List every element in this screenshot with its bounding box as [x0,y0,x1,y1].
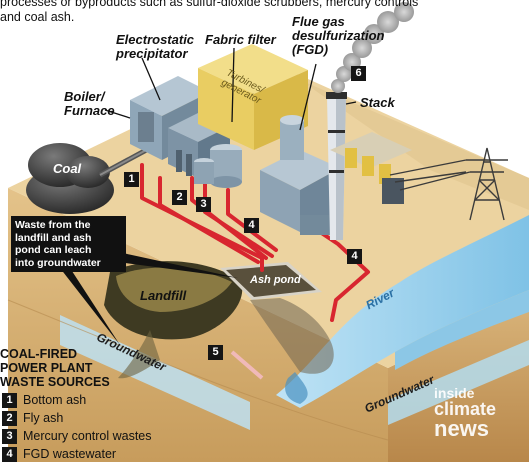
intro-line: and coal ash. [0,10,75,24]
legend-title-line: WASTE SOURCES [0,375,110,389]
coal-piles [26,143,114,214]
smoke-plume [331,2,414,93]
intro-text: processes or byproducts such as sulfur-d… [0,0,529,25]
label-stack: Stack [360,95,395,110]
callout-line: landfill and ash [15,231,92,244]
transmission-tower [389,147,508,221]
legend-badge: 2 [2,410,17,426]
label-fabric-filter: Fabric filter [205,32,276,47]
callout-line: pond can leach [15,244,92,256]
label-line: Flue gas [292,14,345,29]
badge-fgd-wastewater-discharge: 4 [347,249,362,264]
watermark-line: climate [434,399,497,419]
legend-label: Fly ash [23,411,64,425]
intro-line: processes or byproducts such as sulfur-d… [0,0,419,9]
landfill-pit [104,261,243,340]
leaching-callout: Waste from the landfill and ash pond can… [11,216,126,272]
label-line: Boiler/ [64,89,105,104]
fabric-filter [194,144,242,188]
label-coal: Coal [53,161,82,176]
badge-bottom-ash: 1 [124,172,139,187]
badge-groundwater: 5 [208,345,223,360]
legend-item: 1 Bottom ash [2,392,86,408]
label-fgd: Flue gas desulfurization (FGD) [292,15,384,57]
legend-item: 3 Mercury control wastes [2,428,152,444]
label-line: (FGD) [292,42,329,57]
badge-stack-emissions: 6 [351,66,366,81]
legend-badge: 1 [2,392,17,408]
fgd-unit [260,115,340,235]
callout-line: into groundwater [15,256,101,269]
legend-label: Mercury control wastes [23,429,152,443]
legend-item: 4 FGD wastewater [2,446,116,462]
legend-label: FGD wastewater [23,447,117,461]
label-landfill: Landfill [140,288,187,303]
label-line: desulfurization [292,28,385,43]
callout-line: Waste from the [15,219,91,231]
legend-item: 2 Fly ash [2,410,63,426]
legend-badge: 3 [2,428,17,444]
legend-title-line: POWER PLANT [0,361,93,375]
label-line: Furnace [64,103,115,118]
river [276,215,529,408]
badge-fly-ash: 2 [172,190,187,205]
legend-title-line: COAL-FIRED [0,347,78,361]
watermark-line: news [434,416,490,441]
label-ash-pond: Ash pond [250,274,301,286]
soil-block-right-face [388,300,529,462]
legend-title: COAL-FIRED POWER PLANT WASTE SOURCES [0,347,140,389]
badge-mercury-control: 3 [196,197,211,212]
leader-lines [104,47,357,131]
label-line: precipitator [116,46,188,61]
substation [330,132,412,204]
watermark-logo: inside climate news [434,386,524,440]
badge-fgd-wastewater: 4 [244,218,259,233]
legend-badge: 4 [2,446,17,462]
ash-pond [220,262,322,300]
callout-pointer [60,268,120,345]
waste-pipes [140,163,370,322]
stack [326,92,347,240]
label-boiler: Boiler/ Furnace [64,90,115,118]
legend-label: Bottom ash [23,393,87,407]
label-electrostatic-precipitator: Electrostatic precipitator [116,33,194,61]
label-line: Electrostatic [116,32,195,47]
watermark-line: inside [434,385,475,401]
